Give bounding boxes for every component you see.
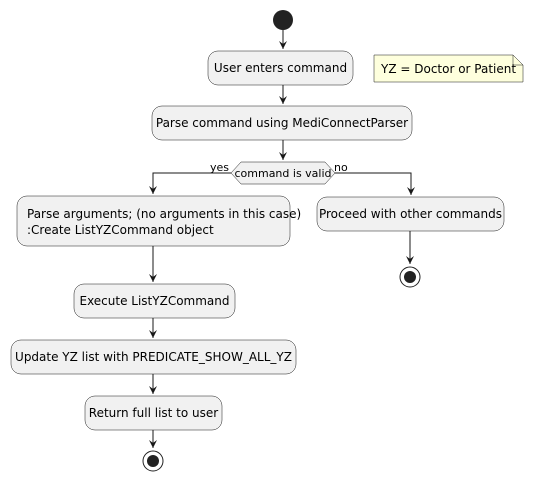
end-inner-dot	[147, 455, 159, 467]
decision-node: command is valid	[230, 161, 336, 185]
step-label-line2: :Create ListYZCommand object	[27, 223, 214, 237]
note-text: YZ = Doctor or Patient	[380, 62, 516, 76]
yes-branch-arrow	[149, 172, 231, 194]
step-execute: Execute ListYZCommand	[73, 283, 236, 319]
step-label: User enters command	[214, 61, 347, 75]
end-node-bottom	[142, 450, 164, 472]
note: YZ = Doctor or Patient	[373, 54, 524, 83]
yes-label: yes	[210, 161, 229, 174]
step-label-line1: Parse arguments; (no arguments in this c…	[27, 207, 301, 221]
no-label: no	[334, 161, 348, 174]
step-update-list: Update YZ list with PREDICATE_SHOW_ALL_Y…	[10, 339, 297, 375]
step-return-list: Return full list to user	[84, 395, 223, 431]
step-box	[73, 283, 236, 319]
step-proceed-other: Proceed with other commands	[316, 196, 505, 232]
no-branch-arrow	[335, 172, 415, 195]
decision-label: command is valid	[234, 167, 331, 180]
step-box	[16, 195, 291, 247]
step-box	[207, 50, 354, 86]
step-label: Execute ListYZCommand	[79, 294, 229, 308]
note-fold	[512, 55, 523, 66]
step-parse-arguments: Parse arguments; (no arguments in this c…	[16, 195, 301, 247]
end-inner-dot	[404, 271, 416, 283]
step-label: Return full list to user	[89, 406, 218, 420]
note-shape	[373, 54, 524, 83]
end-node-right	[399, 266, 421, 288]
start-node	[273, 10, 293, 30]
step-parse-command: Parse command using MediConnectParser	[151, 105, 413, 141]
step-user-enters: User enters command	[207, 50, 354, 86]
step-box	[151, 105, 413, 141]
step-label: Update YZ list with PREDICATE_SHOW_ALL_Y…	[15, 350, 292, 364]
step-label: Parse command using MediConnectParser	[156, 116, 408, 130]
step-label: Proceed with other commands	[319, 207, 502, 221]
